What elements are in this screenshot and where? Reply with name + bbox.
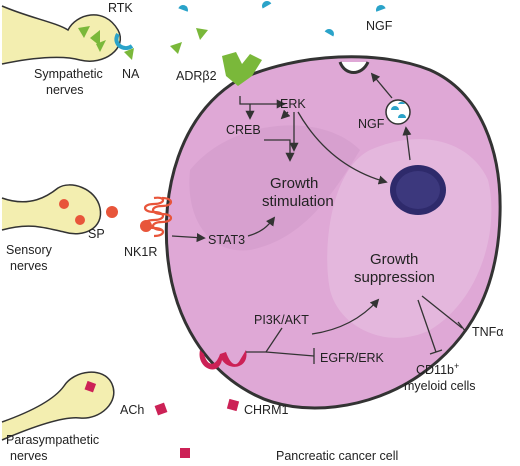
chrm1-label: CHRM1 [244,403,288,417]
pancreatic-cancer-cell [164,55,502,410]
parasympathetic-label-2: nerves [10,449,48,463]
growth-suppression-label: Growth [370,251,418,268]
sympathetic-label: Sympathetic [34,67,103,81]
adrb2-receptor [222,52,262,86]
erk-label: ERK [280,97,306,111]
sensory-label-2: nerves [10,259,48,273]
ngf-vesicle [385,99,411,125]
cell-highlight [327,139,492,338]
myeloid-label: myeloid cells [404,379,476,393]
sp-dot [106,206,118,218]
na-triangle [96,40,106,52]
cell-shade [189,125,360,251]
parasympathetic-nerve [1,371,115,441]
na-triangle [90,30,100,46]
growth-stimulation-label: Growth [270,175,318,192]
ngf-particle [376,5,386,12]
ngf-top-label: NGF [366,19,393,33]
ach-square [154,402,168,416]
sensory-label: Sensory [6,243,53,257]
stat3-label: STAT3 [208,233,245,247]
ach-square [84,380,97,393]
cell-label: Pancreatic cancer cell [276,449,398,463]
sp-label: SP [88,227,105,241]
nk1r-receptor-inner [151,196,173,232]
na-triangle [124,48,134,60]
na-triangle [196,28,208,40]
cd11b-label: CD11b+ [416,361,459,377]
parasympathetic-label: Parasympathetic [6,433,99,447]
sp-dot [59,199,69,209]
pi3k-akt-label: PI3K/AKT [254,313,309,327]
sensory-nerve [1,184,102,235]
ngf-inner-label: NGF [358,117,385,131]
nucleus-glow [396,171,440,209]
growth-suppression-label-2: suppression [354,269,435,286]
ach-square [180,448,190,458]
sympathetic-label-2: nerves [46,83,84,97]
rtk-label: RTK [108,1,133,15]
adrb2-label: ADRβ2 [176,69,217,83]
na-triangle [170,42,182,54]
ach-square [226,398,240,412]
rtk-receptor [114,32,134,51]
arrows [171,72,467,364]
ach-label: ACh [120,403,144,417]
nk1r-label: NK1R [124,245,157,259]
tnf-label: TNFα [472,325,504,339]
ngf-particle [178,5,189,12]
sympathetic-nerve [1,5,121,65]
ngf-secretion-pore [338,61,370,74]
creb-label: CREB [226,123,261,137]
sp-dot [75,215,85,225]
na-triangle [78,26,90,38]
ngf-particle [262,1,272,9]
na-label: NA [122,67,140,81]
ngf-particle [324,29,334,37]
growth-stimulation-label-2: stimulation [262,193,334,210]
chrm1-receptor [199,350,247,370]
egfr-erk-label: EGFR/ERK [320,351,385,365]
